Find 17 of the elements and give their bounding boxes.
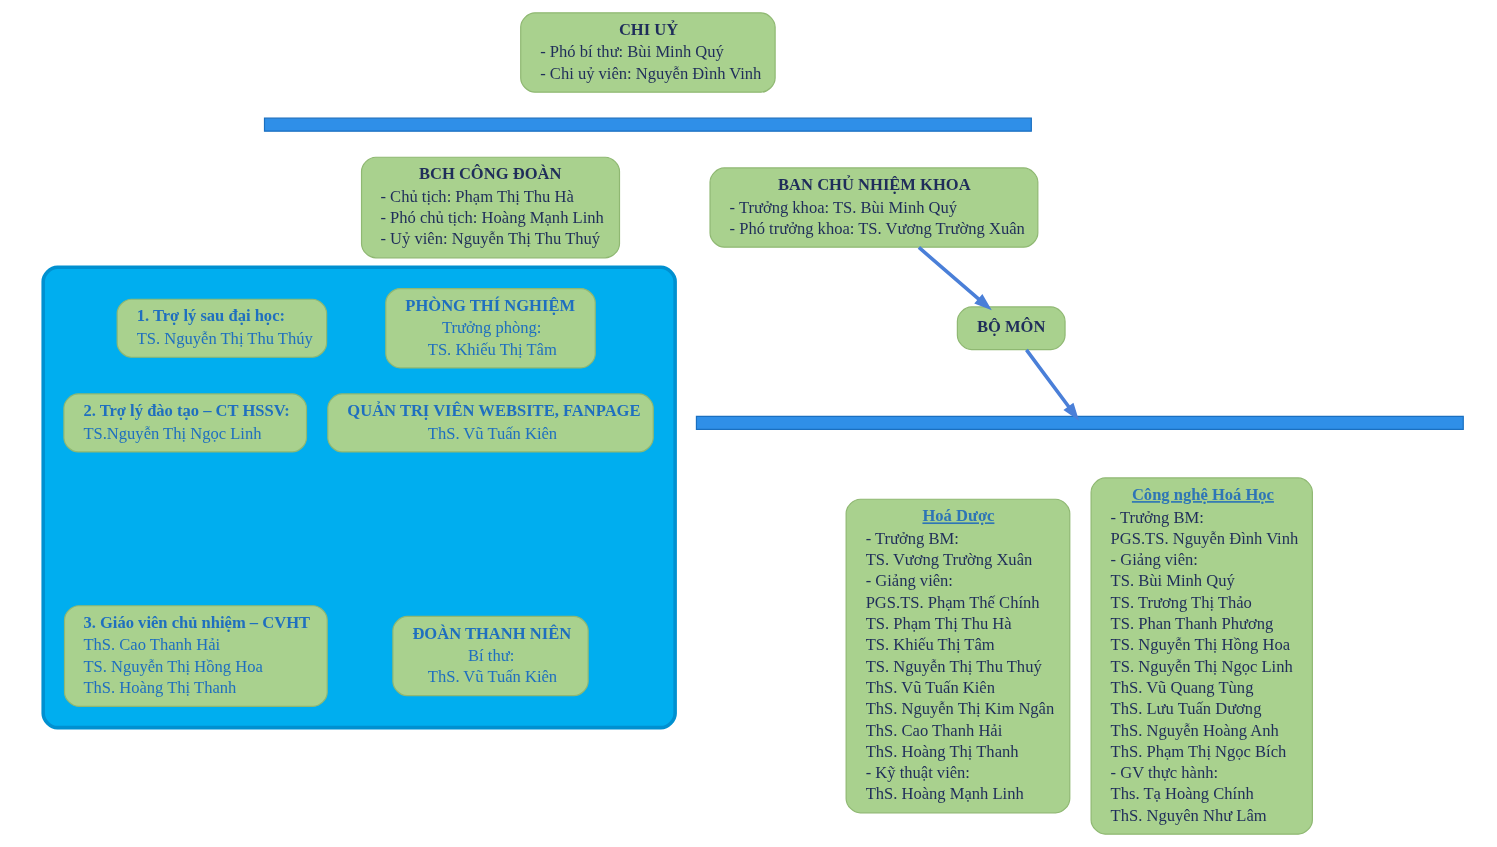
node-box: Công nghệ Hoá Học - Trưởng BM: PGS.TS. Nguyễn Đình Vinh - Giảng viên: TS. Bùi Minh Quý TS. Trương Thị Thảo TS. Phan Thanh Phương TS. Nguyễn Thị Hồng Hoa TS. Nguyễn Thị Ngọc Linh ThS. Vũ Quang Tùng ThS. Lưu Tuấn Dương ThS. Nguyễn Hoàng Anh ThS. Phạm Thị Ngọc Bích - GV thực hành: Ths. Tạ Hoàng Chính ThS. Nguyên Như Lâm — [1090, 477, 1313, 835]
node-box: 2. Trợ lý đào tạo – CT HSSV: TS.Nguyễn Thị Ngọc Linh — [63, 393, 308, 453]
node-box: QUẢN TRỊ VIÊN WEBSITE, FANPAGE ThS. Vũ Tuấn Kiên — [327, 393, 654, 453]
arrow — [917, 246, 992, 311]
node-box: Hoá Dược - Trưởng BM: TS. Vương Trường Xuân - Giảng viên: PGS.TS. Phạm Thế Chính TS. Phạm Thị Thu Hà TS. Khiếu Thị Tâm TS. Nguyễn Thị Thu Thuý ThS. Vũ Tuấn Kiên ThS. Nguyễn Thị Kim Ngân ThS. Cao Thanh Hải ThS. Hoàng Thị Thanh - Kỹ thuật viên: ThS. Hoàng Mạnh Linh — [845, 498, 1071, 814]
cluster — [41, 265, 677, 730]
node-box: BCH CÔNG ĐOÀN - Chủ tịch: Phạm Thị Thu Hà - Phó chủ tịch: Hoàng Mạnh Linh - Uỷ viên: Nguyễn Thị Thu Thuý — [360, 156, 621, 259]
node-bar — [263, 117, 1032, 132]
node-box: PHÒNG THÍ NGHIỆM Trưởng phòng: TS. Khiếu Thị Tâm — [385, 288, 596, 369]
node-box: 1. Trợ lý sau đại học: TS. Nguyễn Thị Thu Thúy — [116, 298, 328, 358]
arrow — [1025, 348, 1080, 421]
node-box: ĐOÀN THANH NIÊN Bí thư: ThS. Vũ Tuấn Kiên — [392, 615, 589, 697]
node-box: BỘ MÔN — [956, 306, 1066, 351]
node-box: 3. Giáo viên chủ nhiệm – CVHT ThS. Cao Thanh Hải TS. Nguyễn Thị Hồng Hoa ThS. Hoàng Thị Thanh — [63, 605, 328, 707]
node-box: BAN CHỦ NHIỆM KHOA - Trưởng khoa: TS. Bùi Minh Quý - Phó trưởng khoa: TS. Vương Trường Xuân — [709, 167, 1039, 248]
node-bar — [695, 415, 1464, 430]
node-box: CHI UỶ - Phó bí thư: Bùi Minh Quý - Chi uỷ viên: Nguyễn Đình Vinh — [520, 12, 776, 93]
